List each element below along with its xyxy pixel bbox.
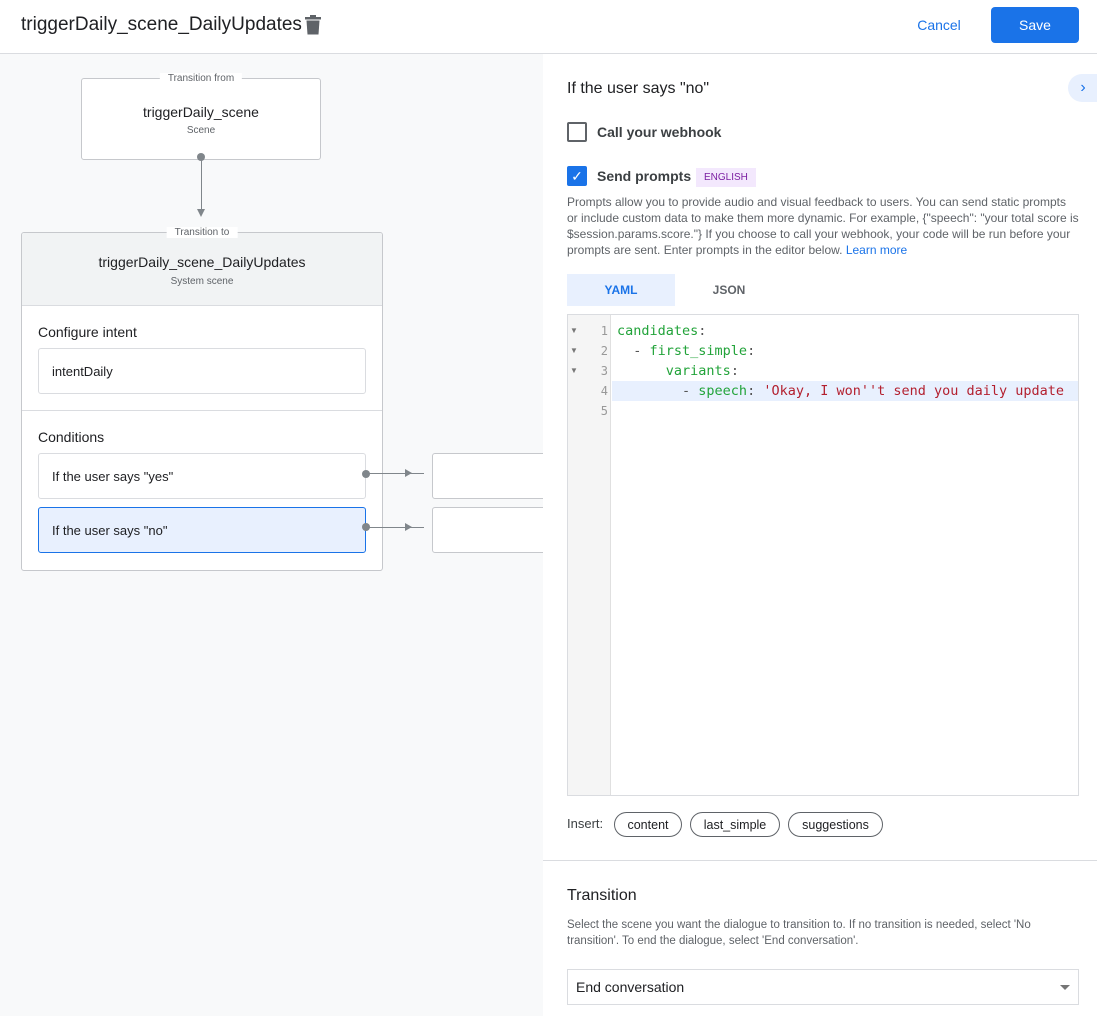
target-scene-no[interactable] <box>432 507 552 553</box>
code-token-punct: : <box>698 323 707 339</box>
insert-label: Insert: <box>567 816 604 831</box>
connector-line <box>366 473 424 474</box>
insert-suggestions-chip[interactable]: suggestions <box>788 812 883 837</box>
line-number: 3 <box>600 364 608 378</box>
code-line: - first_simple: <box>612 341 1078 361</box>
code-token-indent <box>617 363 666 379</box>
connector-dot <box>362 470 370 478</box>
code-token-key: speech <box>698 383 748 399</box>
dropdown-arrow-icon <box>1060 985 1070 990</box>
prompts-description: Prompts allow you to provide audio and v… <box>567 194 1079 258</box>
code-token-key: first_simple <box>649 343 748 359</box>
code-token-key: variants <box>665 363 731 379</box>
code-token-indent: - <box>617 343 650 359</box>
line-number: 4 <box>600 384 608 398</box>
code-token-key: candidates <box>617 323 699 339</box>
code-token-value: 'Okay, I won''t send you daily update <box>763 383 1065 399</box>
insert-last-simple-chip[interactable]: last_simple <box>690 812 780 837</box>
insert-content-chip[interactable]: content <box>614 812 682 837</box>
code-line: candidates: <box>612 321 1078 341</box>
transition-from-label: Transition from <box>159 73 243 84</box>
conditions-heading: Conditions <box>38 429 105 445</box>
transition-select-value: End conversation <box>576 979 685 995</box>
chevron-right-icon[interactable]: › <box>1068 74 1097 102</box>
cancel-button[interactable]: Cancel <box>917 17 961 33</box>
divider <box>22 410 382 411</box>
send-prompts-checkbox[interactable]: ✓ <box>567 166 587 186</box>
code-token-punct: : <box>747 383 764 399</box>
learn-more-link[interactable]: Learn more <box>845 243 908 257</box>
arrow-right-icon <box>405 523 412 531</box>
fold-arrow-icon[interactable]: ▼ <box>570 346 578 355</box>
condition-no[interactable]: If the user says "no" <box>38 507 366 553</box>
condition-panel <box>543 54 1097 1016</box>
top-bar: triggerDaily_scene_DailyUpdates Cancel S… <box>0 0 1097 54</box>
code-editor[interactable]: 1 ▼ 2 ▼ 3 ▼ 4 5 candidates: - first_simple: var… <box>567 314 1079 796</box>
line-gutter: 1 ▼ 2 ▼ 3 ▼ 4 5 <box>568 315 611 795</box>
fold-arrow-icon[interactable]: ▼ <box>570 326 578 335</box>
tab-json[interactable]: JSON <box>712 283 746 297</box>
configure-intent-heading: Configure intent <box>38 324 137 340</box>
code-line <box>612 401 1078 421</box>
page-title: triggerDaily_scene_DailyUpdates <box>21 14 302 35</box>
tab-yaml[interactable]: YAML <box>567 274 675 306</box>
code-token-punct: : <box>730 363 739 379</box>
intent-item[interactable]: intentDaily <box>38 348 366 394</box>
arrow-right-icon <box>405 469 412 477</box>
panel-heading: If the user says "no" <box>567 80 710 97</box>
to-scene-name: triggerDaily_scene_DailyUpdates <box>98 254 306 270</box>
description-text: Prompts allow you to provide audio and v… <box>567 195 1079 257</box>
transition-select[interactable]: End conversation <box>567 969 1079 1005</box>
active-line-highlight <box>612 381 1078 401</box>
language-badge: ENGLISH <box>696 168 756 187</box>
save-button[interactable]: Save <box>991 7 1079 43</box>
arrow-down-icon <box>197 209 205 217</box>
target-scene-yes[interactable] <box>432 453 552 499</box>
divider <box>543 860 1097 861</box>
to-scene-type: System scene <box>170 276 234 287</box>
transition-description: Select the scene you want the dialogue t… <box>567 919 1031 947</box>
connector-dot <box>197 153 205 161</box>
transition-to-label: Transition to <box>166 227 238 238</box>
send-prompts-label: Send prompts <box>597 168 692 184</box>
from-scene-type: Scene <box>186 125 216 136</box>
scene-header[interactable]: triggerDaily_scene_DailyUpdates System s… <box>22 233 382 306</box>
code-line: variants: <box>612 361 1078 381</box>
fold-arrow-icon[interactable]: ▼ <box>570 366 578 375</box>
webhook-checkbox[interactable] <box>567 122 587 142</box>
code-line: - speech: 'Okay, I won''t send you daily… <box>612 381 1078 401</box>
code-token-indent: - <box>617 383 699 399</box>
code-token-punct: : <box>747 343 756 359</box>
transition-heading: Transition <box>567 887 637 904</box>
condition-yes[interactable]: If the user says "yes" <box>38 453 366 499</box>
from-scene-name: triggerDaily_scene <box>143 104 259 120</box>
trash-icon[interactable] <box>305 15 321 35</box>
line-number: 5 <box>600 404 608 418</box>
line-number: 1 <box>600 324 608 338</box>
transition-from-card[interactable]: triggerDaily_scene Scene <box>81 78 321 160</box>
line-number: 2 <box>600 344 608 358</box>
webhook-label: Call your webhook <box>597 124 722 140</box>
connector-line <box>366 527 424 528</box>
connector-line <box>201 158 202 210</box>
